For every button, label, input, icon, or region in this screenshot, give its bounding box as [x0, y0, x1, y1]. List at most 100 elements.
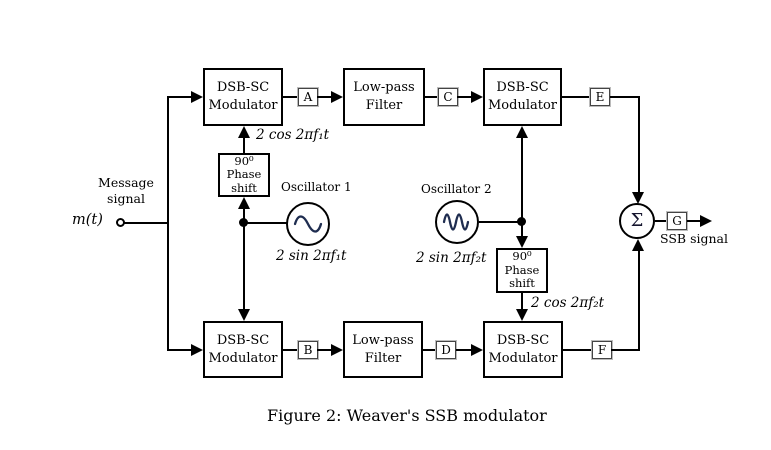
point-c-chip: C	[437, 87, 459, 107]
wire-e-right	[610, 96, 640, 98]
wire-input	[123, 222, 169, 224]
point-c-label: C	[443, 90, 453, 104]
ps2-label-line2: Phase	[504, 262, 540, 277]
ps1-degrees: 90⁰	[234, 153, 254, 168]
ps1-label-line3: shift	[231, 180, 257, 195]
dsb2-label-line2: Modulator	[487, 98, 557, 113]
wire-junction1-to-dsb3	[243, 222, 245, 310]
ps1-label-line2: Phase	[226, 167, 262, 182]
wire-ps2-to-dsb4	[521, 293, 523, 311]
arrowhead-into-lpf1	[331, 91, 343, 103]
lowpass-filter-top-box: Low-pass Filter	[343, 68, 425, 126]
phase-shift-top-box: 90⁰ Phase shift	[218, 153, 270, 197]
double-sine-icon	[442, 213, 470, 231]
point-e-chip: E	[589, 87, 611, 107]
carrier-cos-f1-label: 2 cos 2πf₁t	[256, 127, 330, 143]
point-f-label: F	[597, 343, 607, 357]
wire-e-down	[638, 96, 640, 193]
point-f-chip: F	[591, 340, 613, 360]
dsb3-label-line1: DSB-SC	[216, 332, 270, 348]
ps2-degrees: 90⁰	[512, 249, 532, 264]
wire-a-left	[283, 96, 298, 98]
point-b-chip: B	[297, 340, 319, 360]
dsb1-label-line2: Modulator	[208, 98, 278, 113]
dsb2-label-line1: DSB-SC	[496, 80, 549, 95]
wire-junction1-to-ps1	[243, 207, 245, 224]
arrowhead-into-dsb2-bottom	[516, 126, 528, 138]
dsb-sc-modulator-top-left-box: DSB-SC Modulator	[203, 68, 283, 126]
dsb-sc-modulator-top-right-box: DSB-SC Modulator	[483, 68, 562, 126]
wire-f-left	[563, 349, 592, 351]
arrowhead-into-dsb1-bottom	[238, 126, 250, 138]
point-b-label: B	[303, 343, 313, 357]
dsb4-label-line2: Modulator	[488, 350, 558, 366]
lpf2-label-line1: Low-pass	[352, 332, 414, 348]
lowpass-filter-bottom-box: Low-pass Filter	[343, 321, 423, 378]
wire-f-up	[638, 251, 640, 351]
wire-c-right	[457, 96, 472, 98]
ps2-label-line3: shift	[509, 276, 535, 291]
wire-d-right	[456, 349, 471, 351]
wire-junction2-to-dsb2	[521, 136, 523, 223]
input-signal-label: m(t)	[72, 212, 103, 228]
arrowhead-into-summer-bottom	[632, 239, 644, 251]
arrowhead-into-dsb1	[191, 91, 203, 103]
point-a-chip: A	[297, 87, 319, 107]
arrowhead-into-ps2	[516, 236, 528, 248]
message-signal-line1: Message	[98, 175, 154, 190]
wire-osc2-out	[479, 221, 522, 223]
wire-junction2-to-ps2	[521, 221, 523, 238]
summer-circle: Σ	[619, 203, 655, 239]
dsb-sc-modulator-bottom-left-box: DSB-SC Modulator	[203, 321, 283, 378]
point-g-chip: G	[666, 211, 688, 231]
wire-b-right	[317, 349, 332, 351]
arrowhead-into-summer-top	[632, 192, 644, 204]
arrowhead-into-dsb2	[471, 91, 483, 103]
point-e-label: E	[595, 90, 605, 104]
ssb-signal-label: SSB signal	[660, 231, 728, 246]
arrowhead-into-ps1	[238, 197, 250, 209]
oscillator1-circle	[286, 202, 330, 246]
wire-input-branch	[167, 96, 169, 351]
lpf2-label-line2: Filter	[364, 350, 402, 366]
arrowhead-into-dsb4	[471, 344, 483, 356]
message-signal-label: Message signal	[88, 175, 164, 207]
wire-g-right	[687, 220, 700, 222]
wire-osc1-out	[243, 222, 287, 224]
oscillator2-circle	[435, 200, 479, 244]
phase-shift-bottom-box: 90⁰ Phase shift	[496, 248, 548, 293]
lpf1-label-line1: Low-pass	[353, 80, 415, 95]
sine-icon	[293, 215, 323, 233]
dsb3-label-line2: Modulator	[208, 350, 278, 366]
arrowhead-into-dsb4-top	[516, 309, 528, 321]
carrier-sin-f1-label: 2 sin 2πf₁t	[276, 248, 347, 264]
carrier-cos-f2-label: 2 cos 2πf₂t	[531, 295, 605, 311]
wire-f-right	[611, 349, 640, 351]
arrowhead-into-dsb3	[191, 344, 203, 356]
message-signal-line2: signal	[107, 191, 145, 206]
arrowhead-output	[700, 215, 712, 227]
dsb1-label-line1: DSB-SC	[216, 80, 270, 95]
wire-a-right	[317, 96, 332, 98]
wire-e-left	[562, 96, 590, 98]
wire-c-left	[425, 96, 438, 98]
arrowhead-into-dsb3-top	[238, 309, 250, 321]
point-d-chip: D	[435, 340, 457, 360]
carrier-sin-f2-label: 2 sin 2πf₂t	[416, 250, 487, 266]
oscillator2-label: Oscillator 2	[421, 182, 492, 196]
wire-to-dsb1	[167, 96, 192, 98]
wire-ps1-to-dsb1	[243, 136, 245, 154]
point-g-label: G	[672, 214, 682, 228]
lpf1-label-line2: Filter	[365, 98, 403, 113]
point-a-label: A	[303, 90, 313, 104]
arrowhead-into-lpf2	[331, 344, 343, 356]
wire-b-left	[283, 349, 298, 351]
dsb4-label-line1: DSB-SC	[496, 332, 550, 348]
wire-g-left	[655, 220, 667, 222]
dsb-sc-modulator-bottom-right-box: DSB-SC Modulator	[483, 321, 563, 378]
figure-caption: Figure 2: Weaver's SSB modulator	[267, 406, 547, 425]
sigma-symbol: Σ	[630, 210, 644, 231]
wire-d-left	[423, 349, 436, 351]
oscillator1-label: Oscillator 1	[281, 180, 352, 194]
